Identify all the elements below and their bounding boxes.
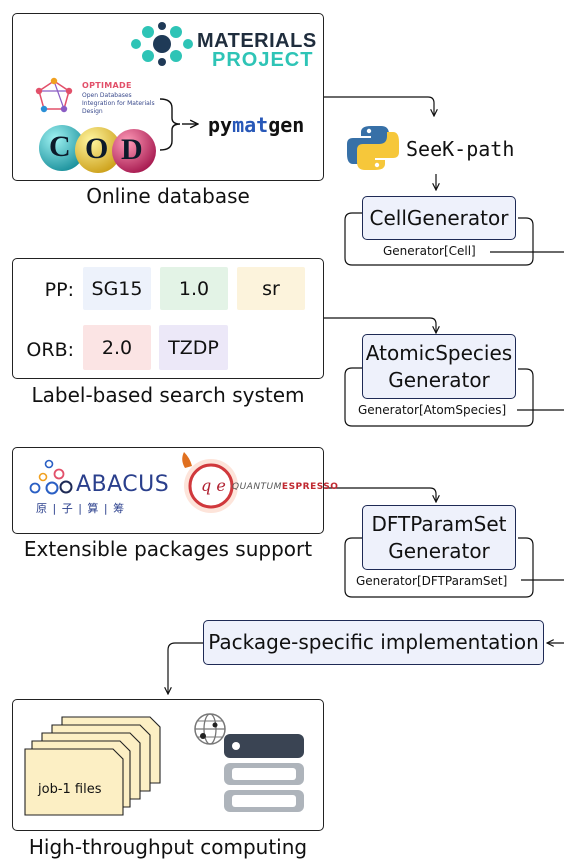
abacus-chars: 原 | 子 | 算 | 筹 (36, 502, 126, 515)
orb-tag-tzdp: TZDP (159, 325, 228, 370)
qe-logo-letters: q e (201, 476, 226, 495)
qe-wordmark-part2: ESPRESSO (281, 482, 339, 492)
label-search-caption: Label-based search system (31, 383, 305, 407)
cod-letter-o: O (85, 132, 109, 165)
pymatgen-logo: pymatgen (208, 113, 304, 137)
cell-generator-box: CellGenerator (362, 196, 516, 240)
pp-tag-version: 1.0 (160, 267, 228, 310)
arrow-database-to-seekpath (324, 96, 434, 116)
job-files-label: job-1 files (38, 782, 102, 797)
pymatgen-part1: py (208, 113, 233, 137)
optimade-name: OPTIMADE (82, 81, 132, 90)
arrow-implementation-to-htc (168, 642, 203, 694)
materials-project-line1: MATERIALS (197, 30, 317, 52)
packages-caption: Extensible packages support (23, 537, 313, 561)
atomic-species-generator-output: Generator[AtomSpecies] (358, 403, 507, 417)
atomic-species-generator-line2: Generator (388, 367, 490, 392)
loop-dftparamset (344, 537, 534, 598)
atomic-species-generator-box: AtomicSpecies Generator (362, 334, 516, 399)
cell-generator-title: CellGenerator (369, 205, 509, 230)
seekpath-label: SeeK-path (406, 137, 515, 161)
arrow-search-to-atomicspecies (324, 317, 436, 333)
qe-wordmark-part1: QUANTUM (232, 482, 282, 492)
dft-param-set-generator-output: Generator[DFTParamSet] (356, 574, 508, 588)
online-database-caption: Online database (86, 184, 250, 208)
cod-letter-d: D (121, 133, 143, 166)
loop-cellgenerator (344, 212, 534, 266)
pymatgen-part2: mat (232, 113, 269, 137)
arrow-packages-to-dftparamset (324, 487, 436, 502)
qe-wordmark: QUANTUMESPRESSO (232, 482, 338, 492)
optimade-tagline: Open Databases Integration for Materials… (82, 92, 155, 115)
pymatgen-part3: gen (268, 113, 305, 137)
pp-tag-sr: sr (237, 267, 305, 310)
orb-tag-cutoff: 2.0 (83, 325, 151, 370)
atomic-species-generator-line1: AtomicSpecies (365, 340, 513, 365)
dft-param-set-generator-line1: DFTParamSet (371, 511, 507, 536)
abacus-name: ABACUS (76, 472, 170, 497)
loop-atomicspecies (344, 367, 534, 427)
package-implementation-box: Package-specific implementation (203, 620, 544, 665)
pp-label: PP: (44, 279, 74, 301)
pp-tag-sg15: SG15 (83, 267, 151, 310)
htc-caption: High-throughput computing (28, 835, 308, 859)
package-implementation-label: Package-specific implementation (208, 630, 539, 654)
dft-param-set-generator-box: DFTParamSet Generator (362, 505, 516, 570)
cod-letter-c: C (49, 130, 71, 163)
cell-generator-output: Generator[Cell] (383, 244, 476, 258)
materials-project-line2: PROJECT (212, 49, 314, 71)
dft-param-set-generator-line2: Generator (388, 538, 490, 563)
orb-label: ORB: (26, 339, 74, 361)
packages-panel (12, 447, 324, 534)
